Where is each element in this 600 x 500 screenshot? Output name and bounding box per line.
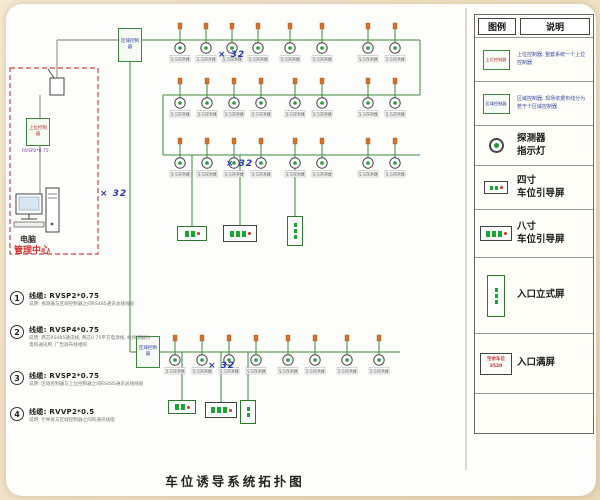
x32-label-row3: × 32 <box>226 159 254 169</box>
legend-col-desc: 说明 <box>520 18 590 35</box>
led-segment <box>241 230 246 237</box>
x32-label-row1: × 32 <box>218 50 246 60</box>
legend-row-8in: 八寸 车位引导屏 <box>475 209 593 257</box>
note-4-number: 4 <box>10 407 24 421</box>
note-3-desc: 说明: 区域控制器与上位控制器之间RS485通讯总线线缆 <box>29 382 144 387</box>
legend-row-detector-desc: 探测器 指示灯 <box>517 132 546 157</box>
legend-row-full-desc: 入口满屏 <box>517 357 556 369</box>
led-segment <box>494 287 498 292</box>
led-dot <box>196 232 200 235</box>
led-segment <box>216 407 221 413</box>
note-2-label: 线缆: RVSP4*0.75 <box>29 326 100 334</box>
led-segment <box>235 230 240 237</box>
entrance-stand-screen-bottom <box>240 400 256 424</box>
legend-row-8in-desc: 八寸 车位引导屏 <box>517 220 565 245</box>
note-1-label: 线缆: RVSP2*0.75 <box>29 292 100 300</box>
led-dot <box>499 186 503 189</box>
led-segment <box>180 404 185 410</box>
legend-row-detector: 探测器 指示灯 <box>475 125 593 165</box>
led-segment <box>246 407 250 411</box>
note-1-desc: 说明: 探测器与区域控制器之间RS485通讯总线线缆 <box>29 302 135 307</box>
computer-icon <box>13 187 60 233</box>
zone-controller-icon: 区域控制器 <box>482 93 510 114</box>
led-dot <box>186 405 190 409</box>
legend-row-zone: 区域控制器 区域控制器, 现场依据布线分为若干个区域控制器 <box>475 81 593 125</box>
host-controller-icon: 上位控制器 <box>482 49 510 70</box>
note-2-desc: 说明: 两芯RS485通讯线, 两芯0.75平方电源线, 给探测器供电和通讯用,… <box>29 336 151 348</box>
detector-core <box>493 143 499 148</box>
led-segment <box>494 299 498 304</box>
bus-lines <box>129 39 421 402</box>
led-dot <box>228 408 232 412</box>
legend-row-stand: 入口立式屏 <box>475 257 593 333</box>
x32-label-trunk: × 32 <box>100 189 128 199</box>
legend-row-4in-desc: 四寸 车位引导屏 <box>517 174 565 199</box>
led-segment <box>485 230 490 237</box>
note-1-number: 1 <box>10 291 24 305</box>
legend-header: 图例 说明 <box>475 15 593 37</box>
guide-screen-8in-bottom <box>205 402 237 418</box>
note-4-label: 线缆: RVVP2*0.5 <box>29 408 95 416</box>
led-segment <box>494 185 498 190</box>
note-3: 3 线缆: RVSP2*0.75 说明: 区域控制器与上位控制器之间RS485通… <box>10 371 151 389</box>
diagram-title: 车位诱导系统拓扑图 <box>165 474 305 489</box>
note-4-desc: 说明: 引导屏与区域控制器之间的通讯线缆 <box>29 418 115 423</box>
detector-row-3 <box>169 137 406 178</box>
led-segment <box>491 230 496 237</box>
zone-controller-1: 区域控制器 <box>118 28 142 62</box>
led-segment <box>293 235 297 239</box>
converter-icon <box>47 68 65 96</box>
detector-row-1 <box>169 22 406 63</box>
zone-controller-2: 区域控制器 <box>136 336 160 368</box>
led-segment <box>184 230 189 237</box>
detector-row-2 <box>169 77 406 118</box>
legend-row-4in: 四寸 车位引导屏 <box>475 165 593 209</box>
legend-row-host: 上位控制器 上位控制器, 整套系统一个上位控制器 <box>475 37 593 81</box>
led-segment <box>190 230 195 237</box>
legend-row-zone-desc: 区域控制器, 现场依据布线分为若干个区域控制器 <box>517 96 586 110</box>
led-segment <box>497 230 502 237</box>
led-segment <box>293 229 297 233</box>
note-4: 4 线缆: RVVP2*0.5 说明: 引导屏与区域控制器之间的通讯线缆 <box>10 407 151 425</box>
note-3-number: 3 <box>10 371 24 385</box>
cable-spec-label: RVSP2*0.75 <box>22 149 49 154</box>
led-segment <box>494 293 498 298</box>
legend-row-stand-desc: 入口立式屏 <box>517 289 565 301</box>
management-center-frame <box>9 67 99 255</box>
led-dot <box>247 232 251 235</box>
x32-label-row4: × 32 <box>208 361 236 371</box>
led-segment <box>246 413 250 417</box>
legend-filler <box>475 393 593 433</box>
guide-screen-4in-top <box>177 226 207 241</box>
note-1: 1 线缆: RVSP2*0.75 说明: 探测器与区域控制器之间RS485通讯总… <box>10 291 151 309</box>
led-segment <box>222 407 227 413</box>
screen-4in-icon <box>484 181 508 194</box>
detector-row-4 <box>164 334 390 375</box>
entrance-full-screen-icon: 空余车位 3520 <box>480 352 512 375</box>
legend-row-full: 空余车位 3520 入口满屏 <box>475 333 593 393</box>
host-controller-box: 上位控制器 <box>26 118 50 146</box>
led-segment <box>210 407 215 413</box>
legend-col-icon: 图例 <box>478 18 516 35</box>
note-2: 2 线缆: RVSP4*0.75 说明: 两芯RS485通讯线, 两芯0.75平… <box>10 325 151 349</box>
guide-screen-8in-top <box>223 225 257 242</box>
entrance-stand-screen-top <box>287 216 303 246</box>
led-segment <box>229 230 234 237</box>
note-3-label: 线缆: RVSP2*0.75 <box>29 372 100 380</box>
management-wires <box>39 39 118 194</box>
led-dot <box>503 232 507 235</box>
management-center-label: 管理中心 <box>14 246 51 256</box>
led-segment <box>174 404 179 410</box>
led-segment <box>489 185 493 190</box>
detector-icon <box>488 138 504 153</box>
computer-label: 电脑 <box>20 235 36 244</box>
screen-8in-icon <box>480 226 512 241</box>
legend-row-host-desc: 上位控制器, 整套系统一个上位控制器 <box>517 52 586 66</box>
legend-panel: 图例 说明 上位控制器 上位控制器, 整套系统一个上位控制器 区域控制器 区域控… <box>474 14 594 434</box>
led-segment <box>293 223 297 227</box>
note-2-number: 2 <box>10 325 24 339</box>
entrance-stand-screen-icon <box>487 274 505 317</box>
guide-screen-4in-bottom <box>168 400 196 414</box>
